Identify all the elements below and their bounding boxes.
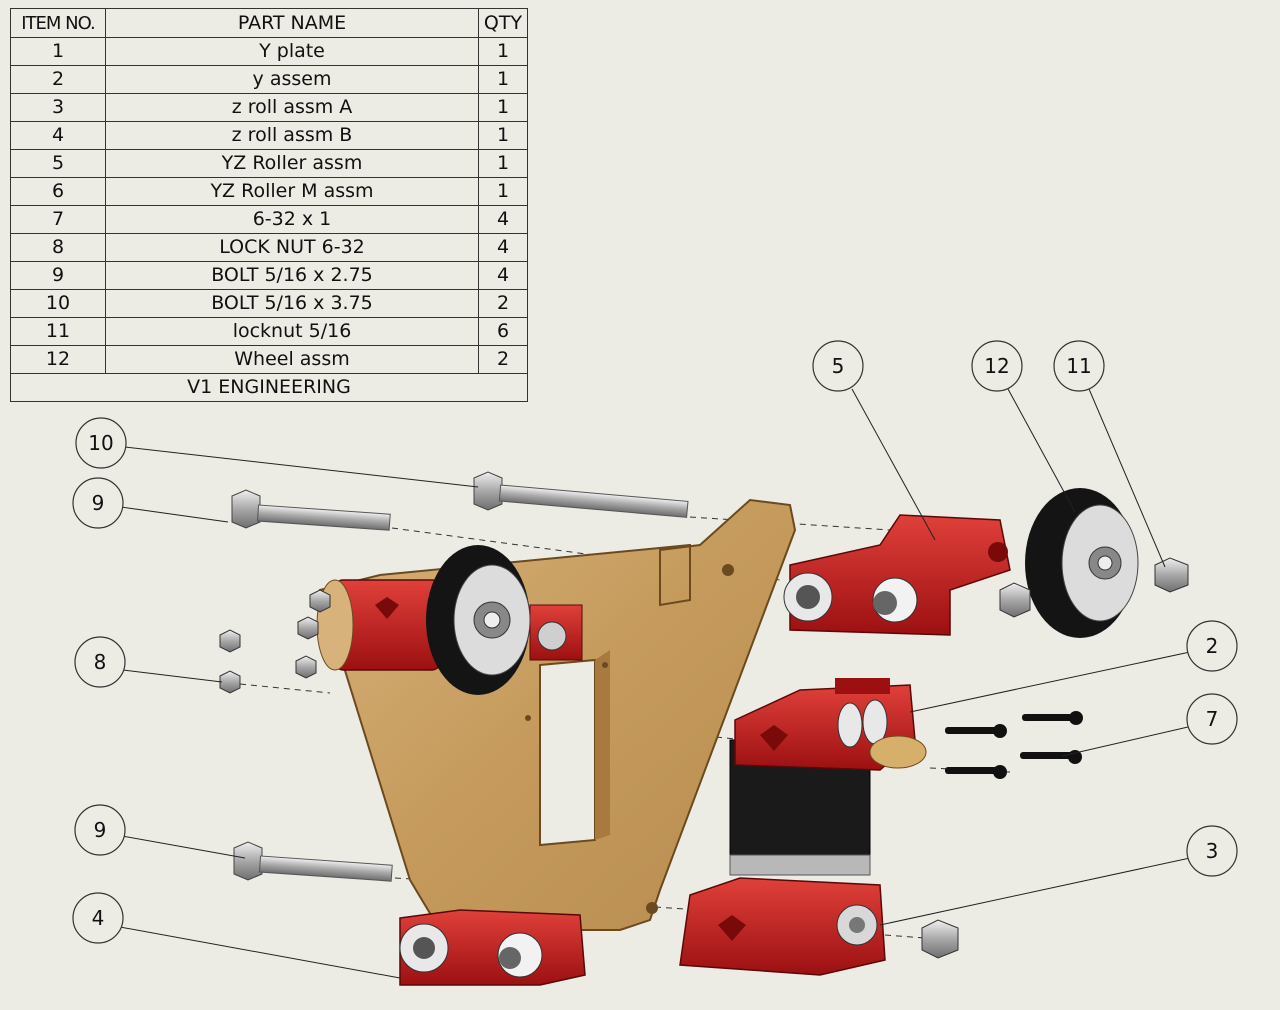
- z-roll-assm-b: [399, 909, 586, 986]
- bom-quantity: 1: [478, 93, 528, 122]
- balloon-11-label: 11: [1066, 354, 1091, 378]
- balloon-8: 8: [74, 636, 126, 688]
- wheel-assm-left: [426, 545, 531, 695]
- balloon-9-lower: 9: [74, 804, 126, 856]
- yz-roller-assm: [783, 514, 1011, 636]
- balloon-9-upper: 9: [72, 477, 124, 529]
- balloon-12-label: 12: [984, 354, 1009, 378]
- y-assem-motor: [729, 678, 927, 876]
- bom-part-name: 6-32 x 1: [105, 205, 479, 234]
- balloon-10-label: 10: [88, 431, 113, 455]
- bom-item-number: 3: [10, 93, 106, 122]
- balloon-5-label: 5: [832, 354, 845, 378]
- bom-item-number: 10: [10, 289, 106, 318]
- bom-footer-row: V1 ENGINEERING: [10, 373, 528, 402]
- balloon-10: 10: [75, 417, 127, 469]
- bom-quantity: 1: [478, 177, 528, 206]
- bom-quantity: 2: [478, 345, 528, 374]
- bom-header-row: ITEM NO. PART NAME QTY: [10, 8, 528, 38]
- balloon-9-upper-label: 9: [92, 491, 105, 515]
- bom-item-number: 5: [10, 149, 106, 178]
- bom-part-name: Y plate: [105, 37, 479, 66]
- bom-part-name: locknut 5/16: [105, 317, 479, 346]
- bom-header-part-name: PART NAME: [105, 8, 479, 38]
- balloon-9-lower-label: 9: [94, 818, 107, 842]
- balloon-2: 2: [1186, 620, 1238, 672]
- balloon-3: 3: [1186, 825, 1238, 877]
- balloon-7: 7: [1186, 693, 1238, 745]
- bom-item-number: 11: [10, 317, 106, 346]
- bolt-5-16-x-2-75-upper: [231, 489, 391, 531]
- bom-header-qty: QTY: [478, 8, 528, 38]
- lock-nuts-6-32: [219, 616, 319, 694]
- balloon-7-label: 7: [1206, 707, 1219, 731]
- bom-quantity: 1: [478, 121, 528, 150]
- bom-header-item-no: ITEM NO.: [10, 8, 106, 38]
- bom-quantity: 1: [478, 65, 528, 94]
- bom-part-name: YZ Roller M assm: [105, 177, 479, 206]
- balloon-leader-lines: [119, 388, 1191, 979]
- bom-part-name: YZ Roller assm: [105, 149, 479, 178]
- balloon-12: 12: [971, 340, 1023, 392]
- bom-part-name: BOLT 5/16 x 2.75: [105, 261, 479, 290]
- bom-quantity: 1: [478, 149, 528, 178]
- balloon-4: 4: [72, 892, 124, 944]
- balloon-5: 5: [812, 340, 864, 392]
- locknuts-5-16: [309, 557, 1189, 959]
- wheel-assm-right: [1025, 488, 1139, 638]
- bom-part-name: z roll assm A: [105, 93, 479, 122]
- balloon-8-label: 8: [94, 650, 107, 674]
- bolt-5-16-x-2-75-lower: [233, 841, 393, 882]
- bom-item-number: 7: [10, 205, 106, 234]
- bom-item-number: 4: [10, 121, 106, 150]
- bom-item-number: 9: [10, 261, 106, 290]
- balloon-2-label: 2: [1206, 634, 1219, 658]
- bom-quantity: 6: [478, 317, 528, 346]
- z-roll-assm-a: [679, 877, 886, 976]
- bom-quantity: 4: [478, 233, 528, 262]
- bolt-5-16-x-3-75: [473, 471, 689, 518]
- bom-footer-company: V1 ENGINEERING: [10, 373, 528, 402]
- bom-item-number: 2: [10, 65, 106, 94]
- balloon-4-label: 4: [92, 906, 105, 930]
- bom-quantity: 1: [478, 37, 528, 66]
- balloon-3-label: 3: [1206, 839, 1219, 863]
- yz-roller-m-assm: [316, 579, 583, 671]
- balloon-11: 11: [1053, 340, 1105, 392]
